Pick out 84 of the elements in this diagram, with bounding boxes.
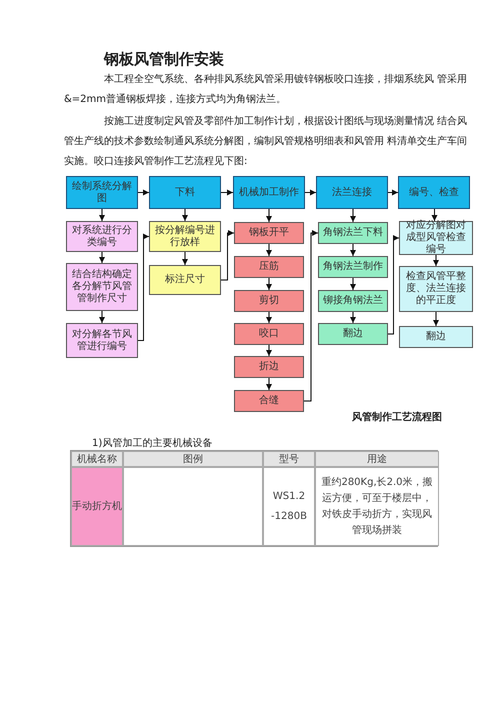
- table-cell: 重约280Kg,长2.0米，搬运方便，可至于楼层中，对铁皮手动折方，实现风管现场拼装: [315, 467, 439, 546]
- box-label: 角钢法兰制作: [323, 261, 383, 273]
- box-label: 压筋: [259, 261, 279, 273]
- box-label: 合缝: [259, 395, 279, 407]
- process-box: [318, 222, 388, 244]
- box-label: 法兰连接: [332, 186, 372, 198]
- arrow: [266, 378, 272, 390]
- arrow: [182, 252, 188, 266]
- process-box: [66, 263, 138, 311]
- box-label: 折边: [259, 361, 279, 373]
- header-cell: 图例: [123, 451, 263, 467]
- box-label: 对应分解图对成型风管检查编号: [405, 220, 467, 256]
- arrow: [266, 344, 272, 356]
- arrow: [138, 234, 150, 341]
- box-label: 编号、检查: [409, 186, 459, 198]
- process-box: [234, 390, 304, 412]
- box-label: 剪切: [259, 295, 279, 307]
- arrow: [99, 310, 105, 324]
- header-cell: 机械名称: [71, 451, 123, 467]
- process-box: [318, 323, 388, 345]
- process-box: [234, 256, 304, 278]
- arrow: [388, 235, 400, 334]
- arrow: [266, 244, 272, 256]
- table-heading: 1)风管加工的主要机械设备: [92, 436, 212, 451]
- process-box: [234, 290, 304, 312]
- box-label: 机械加工制作: [239, 186, 299, 198]
- box-label: 结合结构确定各分解节风管管制作尺寸: [71, 269, 133, 305]
- process-box: [66, 323, 138, 358]
- box-label: 铆接角钢法兰: [323, 295, 383, 307]
- paragraph: 本工程全空气系统、各种排风系统风管采用镀锌钢板咬口连接，排烟系统风 管采用&=2mm普通钢板焊接，连接方式均为角钢法兰。: [64, 72, 468, 107]
- arrow: [433, 312, 439, 326]
- process-box: [399, 326, 473, 348]
- process-box: [318, 290, 388, 312]
- arrow: [350, 278, 356, 290]
- box-label: 下料: [175, 186, 195, 198]
- arrow: [99, 208, 105, 222]
- page-title: 钢板风管制作安装: [104, 49, 224, 70]
- box-label: 绘制系统分解图: [71, 180, 133, 204]
- arrow: [266, 208, 272, 222]
- process-box: [398, 176, 470, 209]
- arrow: [304, 190, 316, 196]
- arrow: [138, 190, 150, 196]
- process-box: [149, 265, 221, 295]
- arrow: [182, 208, 188, 222]
- arrow: [304, 230, 318, 402]
- table-cell: WS1.2 -1280B: [263, 467, 315, 546]
- arrow: [350, 244, 356, 256]
- box-label: 标注尺寸: [165, 274, 205, 286]
- process-box: [316, 176, 388, 209]
- arrow: [388, 190, 398, 196]
- box-label: 检查风管平整度、法兰连接的平正度: [405, 271, 467, 307]
- chart-caption: 风管制作工艺流程图: [352, 410, 442, 425]
- process-box: [66, 176, 138, 209]
- box-label: 钢板开平: [249, 227, 289, 239]
- arrow: [266, 312, 272, 324]
- arrow: [220, 230, 234, 280]
- box-label: 按分解编号进行放样: [154, 224, 216, 248]
- process-box: [234, 356, 304, 378]
- process-box: [318, 256, 388, 278]
- table-cell: 手动折方机: [71, 467, 123, 546]
- box-label: 翻边: [343, 328, 363, 340]
- arrow: [350, 208, 356, 222]
- process-box: [149, 176, 221, 209]
- process-box: [399, 266, 473, 312]
- box-label: 咬口: [259, 328, 279, 340]
- process-box: [233, 176, 305, 209]
- process-box: [399, 221, 473, 255]
- box-label: 对系统进行分类编号: [71, 224, 133, 248]
- paragraph: 按施工进度制定风管及零部件加工制作计划，根据设计图纸与现场测量情况 结合风管生产线的技术参数绘制通风系统分解图，编制风管规格明细表和风管用 料清单交生产车间实施。咬口连接风管制作工艺流程见下图:: [64, 114, 468, 169]
- process-box: [149, 221, 221, 252]
- box-label: 角钢法兰下料: [323, 227, 383, 239]
- process-box: [66, 221, 138, 252]
- arrow: [433, 254, 439, 266]
- arrow: [266, 278, 272, 290]
- header-cell: 型号: [263, 451, 315, 467]
- arrow: [432, 208, 438, 222]
- arrow: [220, 190, 234, 196]
- box-label: 翻边: [426, 331, 446, 343]
- process-box: [234, 222, 304, 244]
- arrow: [350, 312, 356, 324]
- header-cell: 用途: [315, 451, 439, 467]
- box-label: 对分解各节风管进行编号: [71, 328, 133, 352]
- arrow: [99, 252, 105, 264]
- process-box: [234, 323, 304, 345]
